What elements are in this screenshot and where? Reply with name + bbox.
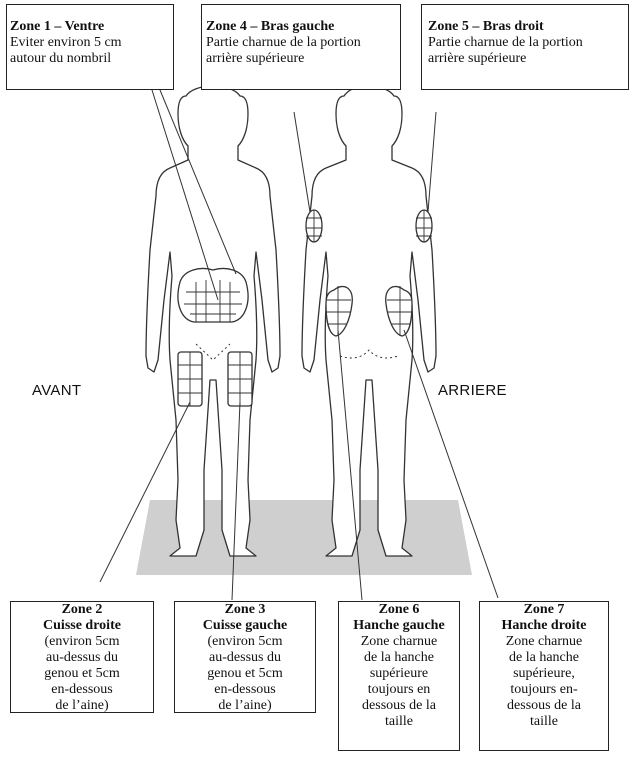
zone-6-desc-5: dessous de la (339, 698, 459, 714)
zone-2-number: Zone 2 (11, 602, 153, 618)
zone-5-box: Zone 5 – Bras droit Partie charnue de la… (421, 4, 629, 90)
zone-3-number: Zone 3 (175, 602, 315, 618)
zone-5-line-1: Partie charnue de la portion (428, 35, 628, 51)
zone-4-box: Zone 4 – Bras gauche Partie charnue de l… (201, 4, 401, 90)
zone-1-line-2: autour du nombril (10, 51, 173, 67)
zone-2-desc-4: en-dessous (11, 682, 153, 698)
zone-3-desc-5: de l’aine) (175, 698, 315, 714)
zone-1-title: Zone 1 – Ventre (10, 19, 173, 35)
zone-3-desc-4: en-dessous (175, 682, 315, 698)
zone-6-desc-6: taille (339, 714, 459, 730)
zone-6-desc-3: supérieure (339, 666, 459, 682)
zone-6-desc-4: toujours en (339, 682, 459, 698)
zone-1-line-1: Eviter environ 5 cm (10, 35, 173, 51)
zone-4-line-2: arrière supérieure (206, 51, 400, 67)
zone-3-desc-1: (environ 5cm (175, 634, 315, 650)
zone-3-title: Cuisse gauche (175, 618, 315, 634)
front-body-figure (146, 86, 280, 556)
zone-2-desc-3: genou et 5cm (11, 666, 153, 682)
zone-7-box: Zone 7 Hanche droite Zone charnue de la … (479, 601, 609, 751)
zone-2-box: Zone 2 Cuisse droite (environ 5cm au-des… (10, 601, 154, 713)
zone-6-desc-1: Zone charnue (339, 634, 459, 650)
back-label: ARRIERE (438, 382, 507, 399)
zone-7-title: Hanche droite (480, 618, 608, 634)
zone-7-desc-6: taille (480, 714, 608, 730)
zone-2-desc-1: (environ 5cm (11, 634, 153, 650)
zone-5-line-2: arrière supérieure (428, 51, 628, 67)
zone-4-line-1: Partie charnue de la portion (206, 35, 400, 51)
zone-6-box: Zone 6 Hanche gauche Zone charnue de la … (338, 601, 460, 751)
zone-4-title: Zone 4 – Bras gauche (206, 19, 400, 35)
zone-7-desc-2: de la hanche (480, 650, 608, 666)
zone-7-desc-5: dessous de la (480, 698, 608, 714)
zone-6-number: Zone 6 (339, 602, 459, 618)
front-label: AVANT (32, 382, 81, 399)
zone-3-desc-3: genou et 5cm (175, 666, 315, 682)
zone-7-desc-4: toujours en- (480, 682, 608, 698)
zone-1-box: Zone 1 – Ventre Eviter environ 5 cm auto… (6, 4, 174, 90)
zone-2-desc-5: de l’aine) (11, 698, 153, 714)
zone-7-number: Zone 7 (480, 602, 608, 618)
zone-7-desc-3: supérieure, (480, 666, 608, 682)
zone-2-desc-2: au-dessus du (11, 650, 153, 666)
zone-3-box: Zone 3 Cuisse gauche (environ 5cm au-des… (174, 601, 316, 713)
zone-7-desc-1: Zone charnue (480, 634, 608, 650)
zone-2-title: Cuisse droite (11, 618, 153, 634)
zone-5-title: Zone 5 – Bras droit (428, 19, 628, 35)
zone-3-desc-2: au-dessus du (175, 650, 315, 666)
zone-6-title: Hanche gauche (339, 618, 459, 634)
zone-6-desc-2: de la hanche (339, 650, 459, 666)
back-body-figure (302, 86, 436, 556)
